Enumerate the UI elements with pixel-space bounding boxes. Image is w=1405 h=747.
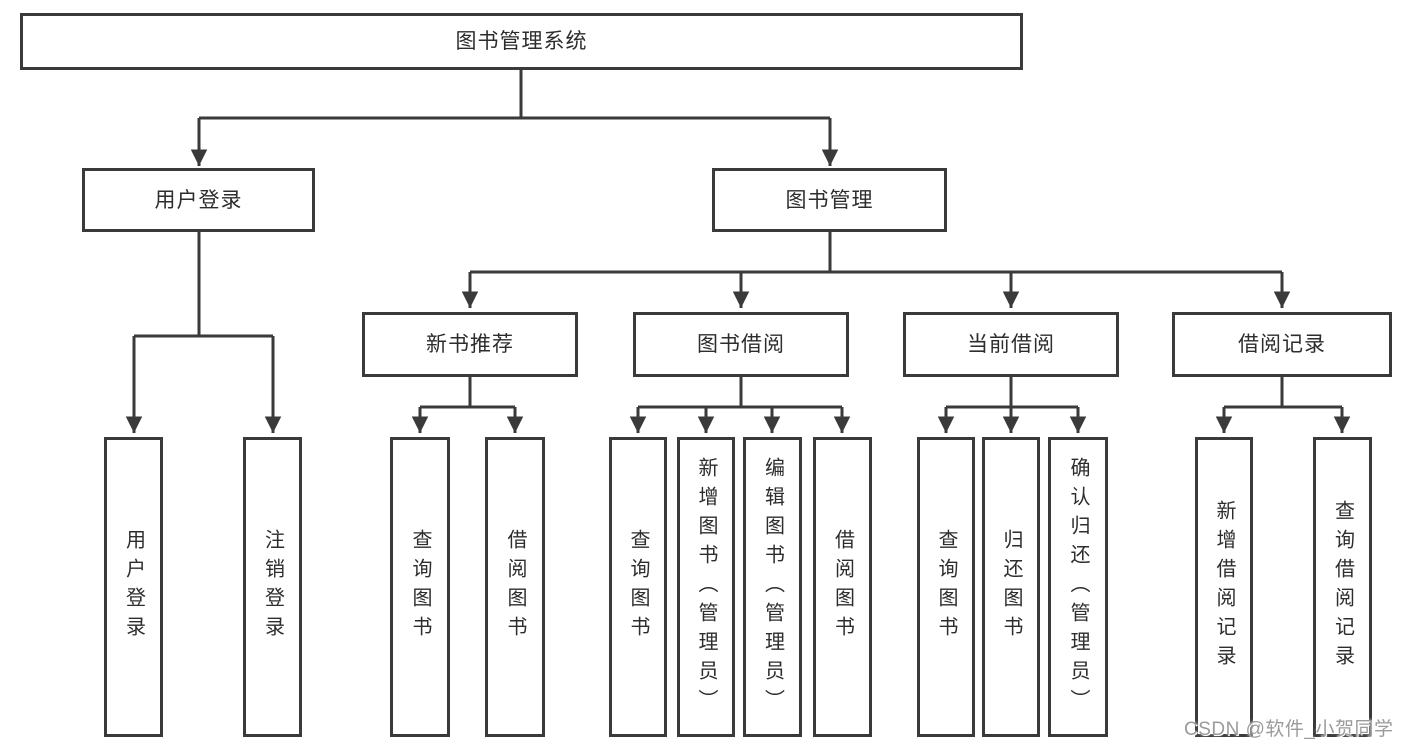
leaf-user-login: 用户登录 [104, 437, 163, 737]
node-label: 编辑图书（管理员） [761, 456, 784, 718]
node-label: 借阅记录 [1238, 333, 1326, 356]
csdn-watermark: CSDN @软件_小贺同学 [1184, 719, 1394, 740]
node-label: 用户登录 [154, 188, 243, 212]
leaf-query-borrow-record: 查询借阅记录 [1313, 437, 1372, 737]
leaf-add-books-admin: 新增图书（管理员） [677, 437, 735, 737]
leaf-confirm-return-admin: 确认归还（管理员） [1048, 437, 1108, 737]
leaf-edit-books-admin: 编辑图书（管理员） [743, 437, 802, 737]
node-label: 图书借阅 [697, 333, 785, 356]
leaf-borrow-books-recommend: 借阅图书 [485, 437, 545, 737]
leaf-add-borrow-record: 新增借阅记录 [1195, 437, 1253, 737]
node-book-borrowing: 图书借阅 [633, 312, 849, 377]
node-label: 查询借阅记录 [1331, 500, 1354, 674]
node-label: 用户登录 [122, 529, 145, 645]
node-label: 借阅图书 [504, 529, 526, 645]
node-label: 新增借阅记录 [1213, 500, 1235, 674]
leaf-logout: 注销登录 [243, 437, 302, 737]
node-borrowing-records: 借阅记录 [1172, 312, 1392, 377]
node-label: 图书管理系统 [455, 30, 588, 53]
node-label: 查询图书 [627, 529, 649, 645]
node-label: 查询图书 [935, 529, 957, 645]
leaf-return-books: 归还图书 [982, 437, 1040, 737]
node-user-login: 用户登录 [82, 168, 315, 232]
node-label: 借阅图书 [831, 529, 854, 645]
leaf-query-books-current: 查询图书 [917, 437, 975, 737]
node-book-management: 图书管理 [712, 168, 947, 232]
node-label: 新增图书（管理员） [695, 456, 717, 718]
leaf-query-books-recommend: 查询图书 [390, 437, 450, 737]
node-current-borrowing: 当前借阅 [903, 312, 1119, 377]
node-label: 确认归还（管理员） [1067, 456, 1089, 718]
node-label: 查询图书 [409, 529, 431, 645]
node-label: 当前借阅 [967, 333, 1055, 356]
node-label: 新书推荐 [426, 333, 514, 356]
leaf-borrow-books-borrowing: 借阅图书 [813, 437, 872, 737]
leaf-query-books-borrowing: 查询图书 [609, 437, 667, 737]
node-label: 图书管理 [785, 188, 874, 212]
node-library-management-system: 图书管理系统 [20, 13, 1023, 70]
node-label: 归还图书 [1000, 529, 1022, 645]
node-label: 注销登录 [261, 529, 284, 645]
node-new-book-recommendation: 新书推荐 [362, 312, 578, 377]
